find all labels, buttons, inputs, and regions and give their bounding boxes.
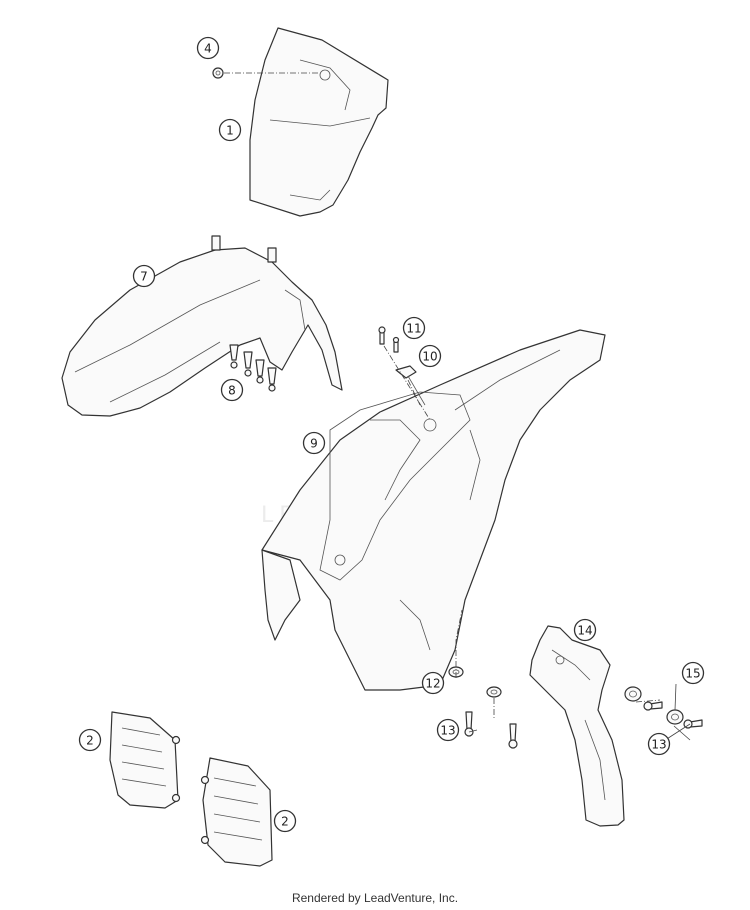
part-radiator-guard-left [109, 711, 181, 809]
part-bracket-10 [395, 365, 426, 406]
part-nut [212, 67, 224, 79]
part-screws-11 [378, 326, 400, 353]
callout-13-b: 13 [647, 732, 671, 756]
callout-13-a: 13 [436, 718, 460, 742]
callout-14: 14 [573, 618, 597, 642]
svg-text:13: 13 [651, 738, 666, 752]
callout-7: 7 [132, 264, 156, 288]
callout-15: 15 [681, 661, 705, 685]
svg-text:4: 4 [204, 42, 212, 56]
callout-11: 11 [402, 316, 426, 340]
part-front-fender [61, 235, 343, 417]
part-bolts-13 [464, 711, 518, 749]
callout-4: 4 [196, 36, 220, 60]
part-rear-fender [261, 329, 606, 691]
callout-1: 1 [218, 118, 242, 142]
svg-text:12: 12 [425, 677, 440, 691]
part-number-plate [249, 27, 389, 217]
svg-text:10: 10 [422, 350, 437, 364]
callout-9: 9 [302, 431, 326, 455]
svg-text:8: 8 [228, 384, 236, 398]
callout-2-a: 2 [78, 728, 102, 752]
svg-text:9: 9 [310, 437, 318, 451]
svg-text:2: 2 [86, 734, 94, 748]
svg-text:14: 14 [577, 624, 592, 638]
svg-text:1: 1 [226, 124, 234, 138]
svg-text:15: 15 [685, 667, 700, 681]
callout-8: 8 [220, 378, 244, 402]
svg-text:13: 13 [440, 724, 455, 738]
part-bolts-13b [643, 701, 703, 729]
callout-2-b: 2 [273, 809, 297, 833]
parts-diagram: 4 1 7 8 11 10 9 14 [61, 27, 705, 867]
part-grommets-15 [624, 686, 684, 725]
footer-credit: Rendered by LeadVenture, Inc. [291, 891, 459, 905]
callout-12: 12 [421, 671, 445, 695]
part-side-panel [529, 625, 625, 827]
part-washers-12 [448, 666, 502, 698]
part-radiator-guard-right [200, 757, 273, 867]
callout-10: 10 [418, 344, 442, 368]
part-screws-8 [229, 344, 277, 392]
svg-text:11: 11 [406, 322, 421, 336]
svg-text:7: 7 [140, 270, 148, 284]
svg-text:2: 2 [281, 815, 289, 829]
